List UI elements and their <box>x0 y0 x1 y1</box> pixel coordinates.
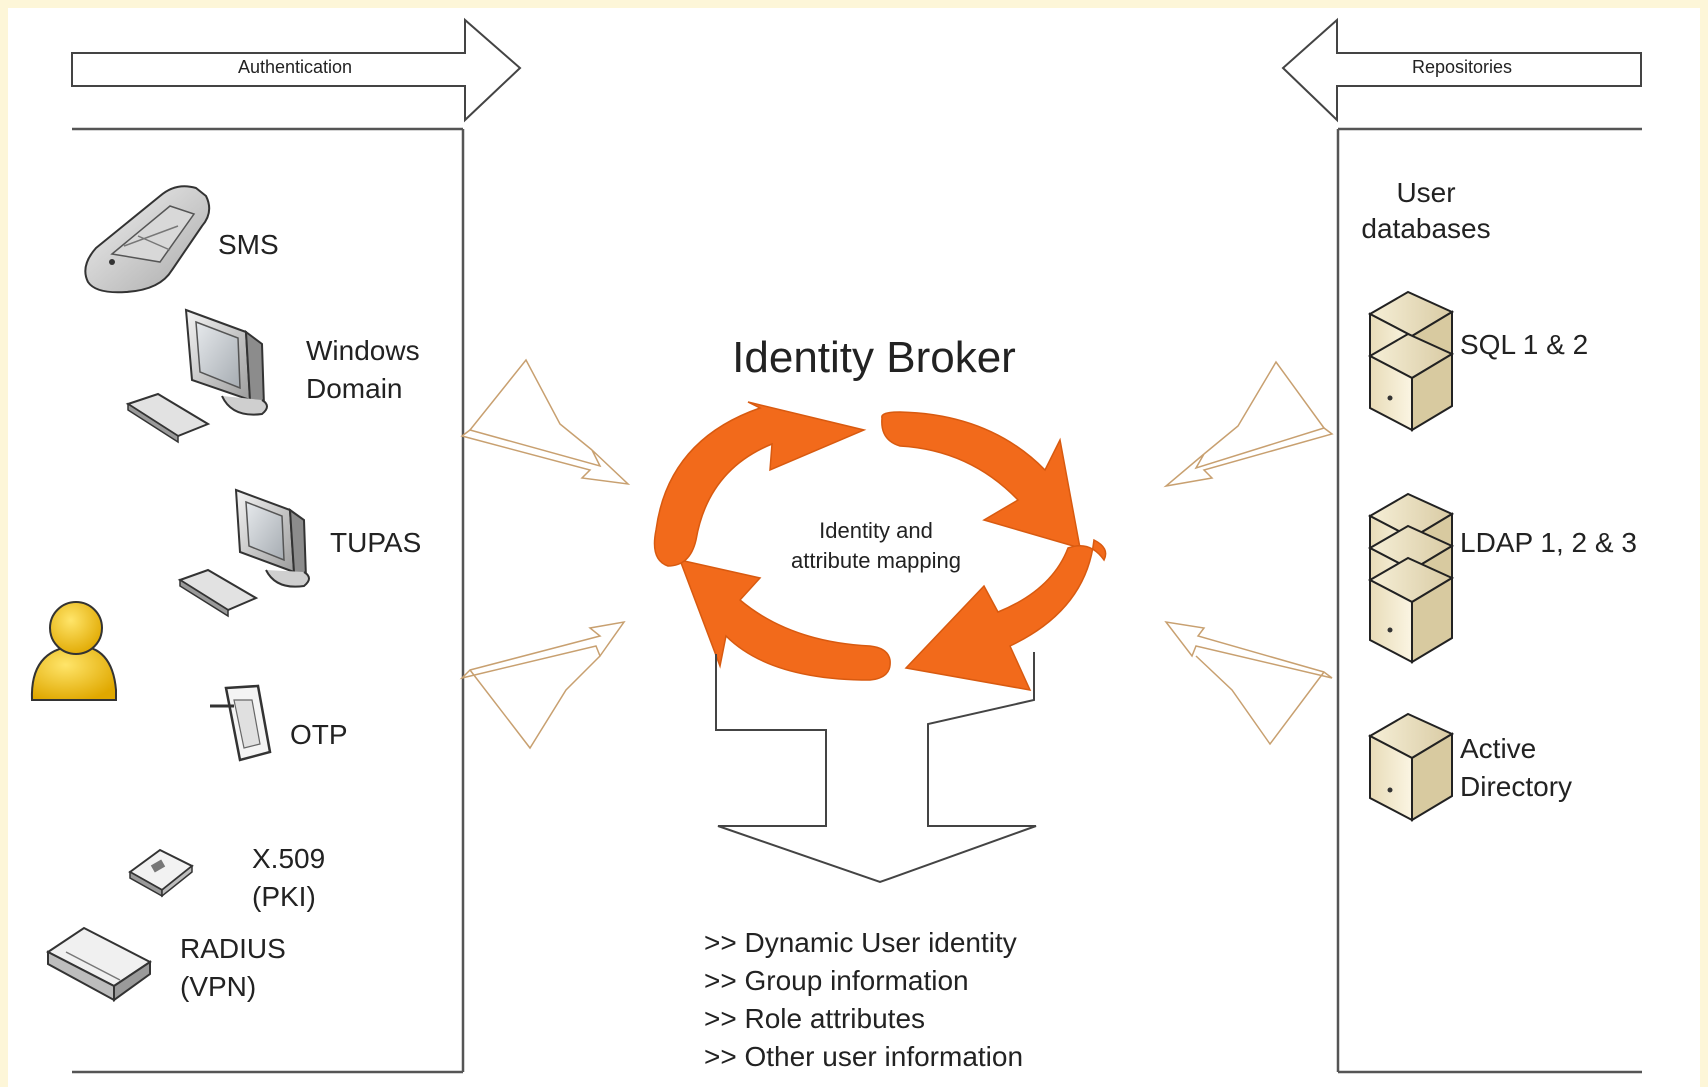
arrow-auth-to-broker-lower <box>459 620 626 750</box>
desktop-computer-icon <box>177 488 310 618</box>
repositories-heading-line2: databases <box>1361 213 1490 244</box>
auth-label-domain: Domain <box>306 373 402 404</box>
repositories-header-arrow: Repositories <box>1281 17 1642 123</box>
output-item-1: >> Dynamic User identity <box>704 927 1017 958</box>
server-icon <box>1367 332 1455 432</box>
repo-label-directory: Directory <box>1460 771 1572 802</box>
auth-label-x509: X.509 <box>252 843 325 874</box>
auth-label-windows: Windows <box>306 335 420 366</box>
output-item-4: >> Other user information <box>704 1041 1023 1072</box>
header-authentication-label: Authentication <box>238 57 352 77</box>
output-item-3: >> Role attributes <box>704 1003 925 1034</box>
repositories-heading-line1: User <box>1396 177 1455 208</box>
authentication-panel-frame <box>72 127 465 1074</box>
page-title: Identity Broker <box>732 333 1016 382</box>
repositories-panel-frame <box>1336 127 1642 1074</box>
auth-label-vpn: (VPN) <box>180 971 256 1002</box>
output-item-2: >> Group information <box>704 965 969 996</box>
mobile-phone-icon <box>84 185 211 294</box>
smart-card-icon <box>128 848 194 898</box>
token-device-icon <box>210 684 272 762</box>
server-stack-icon <box>1367 492 1455 664</box>
server-icon <box>1367 712 1455 822</box>
authentication-header-arrow: Authentication <box>71 17 522 123</box>
identity-mapping-cycle-arrows <box>653 401 1107 691</box>
auth-label-otp: OTP <box>290 719 348 750</box>
arrow-repo-to-broker-lower <box>1164 620 1333 746</box>
auth-label-radius: RADIUS <box>180 933 286 964</box>
repo-label-active: Active <box>1460 733 1536 764</box>
repo-label-sql: SQL 1 & 2 <box>1460 329 1588 360</box>
arrow-repo-to-broker-upper <box>1163 360 1334 488</box>
auth-label-tupas: TUPAS <box>330 527 421 558</box>
output-down-arrow <box>715 652 1037 884</box>
arrow-auth-to-broker-upper <box>460 358 631 486</box>
center-label-line2: attribute mapping <box>791 548 961 573</box>
header-repositories-label: Repositories <box>1412 57 1512 77</box>
repo-label-ldap: LDAP 1, 2 & 3 <box>1460 527 1637 558</box>
auth-label-pki: (PKI) <box>252 881 316 912</box>
desktop-computer-icon <box>125 308 268 444</box>
user-person-icon <box>30 601 117 701</box>
auth-label-sms: SMS <box>218 229 279 260</box>
network-device-icon <box>46 926 152 1002</box>
center-label-line1: Identity and <box>819 518 933 543</box>
